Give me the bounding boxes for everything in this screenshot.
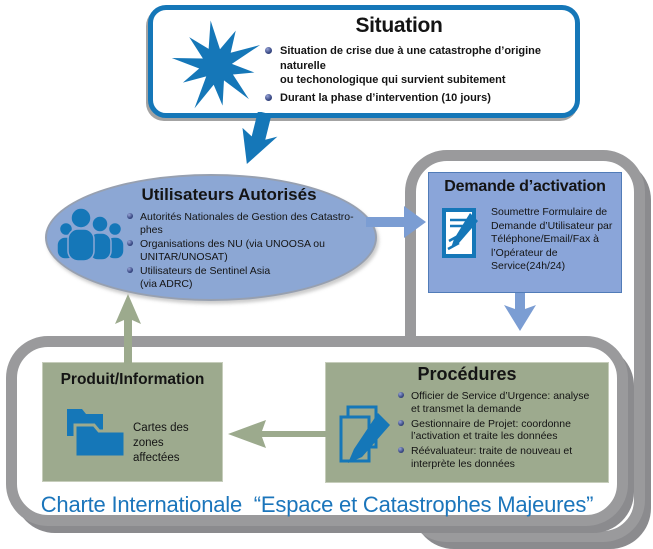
procedures-bullet-text: Gestionnaire de Projet: coordonne l’acti… xyxy=(411,417,571,443)
activation-request-box: Demande d’activation Soumettre Formulair… xyxy=(428,172,622,293)
product-information-title: Produit/Information xyxy=(60,371,205,388)
bullet-icon xyxy=(265,47,272,54)
situation-bullet-list: Situation de crise due à une catastrophe… xyxy=(265,44,580,108)
documents-pencil-icon xyxy=(339,405,390,463)
activation-request-title: Demande d’activation xyxy=(444,178,606,195)
bullet-icon xyxy=(127,267,133,273)
arrow-users-to-activation xyxy=(366,206,426,238)
users-bullet-text: Autorités Nationales de Gestion des Cata… xyxy=(140,211,354,236)
list-item: Autorités Nationales de Gestion des Cata… xyxy=(127,211,354,236)
arrow-product-to-users xyxy=(115,294,141,364)
bullet-icon xyxy=(127,240,133,246)
list-item: Durant la phase d’intervention (10 jours… xyxy=(265,91,580,106)
bullet-icon xyxy=(398,392,404,398)
list-item: Organisations des NU (via UNOOSA ou UNIT… xyxy=(127,238,354,263)
procedures-bullet-text: Réévaluateur: traite de nouveau et inter… xyxy=(411,445,573,470)
list-item: Réévaluateur: traite de nouveau et inter… xyxy=(398,445,589,471)
situation-bullet-text: Durant la phase d’intervention (10 jours… xyxy=(280,91,491,104)
activation-request-text: Soumettre Formulaire de Demande d’Utilis… xyxy=(491,206,613,272)
situation-bullet-text: Situation de crise due à une catastrophe… xyxy=(280,45,541,86)
charter-footer-label: Charte Internationale “Espace et Catastr… xyxy=(40,492,594,517)
list-item: Officier de Service d’Urgence: analyse e… xyxy=(398,390,589,416)
procedures-box: Procédures Officier de Service d’Urgence… xyxy=(325,362,609,483)
product-information-box: Produit/Information Cartes des zones aff… xyxy=(42,362,223,482)
arrow-situation-to-users xyxy=(242,112,278,165)
bullet-icon xyxy=(398,419,404,426)
arrow-activation-to-procedures xyxy=(504,293,536,331)
situation-box: Situation Situation de crise due à une c… xyxy=(148,5,580,118)
authorized-users-bullet-list: Autorités Nationales de Gestion des Cata… xyxy=(127,211,354,292)
users-bullet-text: Utilisateurs de Sentinel Asia (via ADRC) xyxy=(140,265,271,290)
arrow-procedures-to-product xyxy=(228,420,326,448)
users-bullet-text: Organisations des NU (via UNOOSA ou UNIT… xyxy=(140,238,325,263)
folders-icon xyxy=(67,409,127,459)
bullet-icon xyxy=(127,213,133,219)
list-item: Situation de crise due à une catastrophe… xyxy=(265,44,580,88)
bullet-icon xyxy=(398,447,404,454)
procedures-bullet-list: Officier de Service d’Urgence: analyse e… xyxy=(398,390,589,473)
list-item: Gestionnaire de Projet: coordonne l’acti… xyxy=(398,418,589,444)
situation-title: Situation xyxy=(355,14,443,37)
product-information-text: Cartes des zones affectées xyxy=(133,422,189,464)
procedures-title: Procédures xyxy=(417,364,517,384)
starburst-icon xyxy=(171,20,261,109)
form-pencil-icon xyxy=(442,208,478,258)
bullet-icon xyxy=(265,93,272,101)
procedures-bullet-text: Officier de Service d’Urgence: analyse e… xyxy=(411,390,590,415)
list-item: Utilisateurs de Sentinel Asia (via ADRC) xyxy=(127,265,354,290)
people-group-icon xyxy=(56,207,125,262)
authorized-users-title: Utilisateurs Autorisés xyxy=(141,185,317,204)
authorized-users-ellipse: Utilisateurs Autorisés Autorités Nationa… xyxy=(45,174,377,301)
